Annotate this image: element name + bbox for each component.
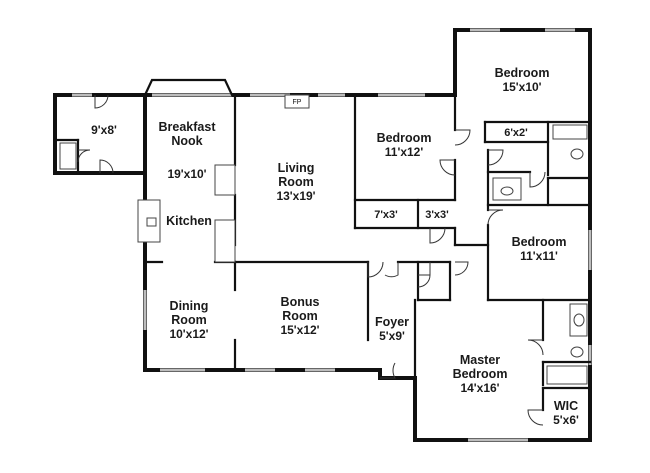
master-sink-icon: [573, 313, 585, 327]
bonus-room-line1: Bonus: [281, 295, 320, 309]
dining-room-dim: 10'x12': [169, 327, 208, 341]
wic-dim: 5'x6': [553, 413, 579, 427]
room-labels: Bedroom 15'x10' Bedroom 11'x12' Bedroom …: [91, 66, 579, 427]
foyer-name: Foyer: [375, 315, 409, 329]
closet-b-dim: 7'x3': [374, 209, 398, 221]
closet-a-dim: 6'x2': [504, 127, 528, 139]
kitchen-sink-icon: [146, 217, 157, 227]
breakfast-nook-line2: Nook: [171, 134, 202, 148]
utility-dim: 9'x8': [91, 123, 117, 137]
breakfast-nook-dim: 19'x10': [167, 167, 206, 181]
water-heater: [59, 142, 77, 170]
windows: [72, 28, 592, 442]
breakfast-nook-line1: Breakfast: [159, 120, 217, 134]
living-room-dim: 13'x19': [276, 189, 315, 203]
bedroom-e-dim: 11'x11': [520, 249, 558, 263]
toilet-icon: [570, 148, 584, 160]
master-toilet-icon: [570, 346, 584, 358]
sink-icon: [500, 186, 514, 196]
fireplace: [284, 94, 310, 109]
foyer-dim: 5'x9': [379, 329, 405, 343]
interior-walls: [53, 93, 592, 412]
master-tub-icon: [546, 365, 588, 385]
bonus-room-line2: Room: [282, 309, 317, 323]
bedroom-mid-name: Bedroom: [377, 131, 432, 145]
bedroom-ne-dim: 15'x10': [502, 80, 541, 94]
bedroom-mid-dim: 11'x12': [385, 145, 424, 159]
bedroom-e-name: Bedroom: [512, 235, 567, 249]
tub-icon: [552, 124, 588, 140]
fixtures: [59, 94, 588, 385]
living-room-line2: Room: [278, 175, 313, 189]
wic-name: WIC: [554, 399, 578, 413]
fireplace-label: FP: [293, 99, 302, 106]
master-bedroom-line2: Bedroom: [453, 367, 508, 381]
dining-room-line1: Dining: [170, 299, 209, 313]
master-bedroom-dim: 14'x16': [460, 381, 499, 395]
kitchen-name: Kitchen: [166, 214, 212, 228]
bay-window: [143, 78, 234, 97]
refrigerator: [214, 164, 236, 196]
bedroom-ne-name: Bedroom: [495, 66, 550, 80]
living-room-line1: Living: [278, 161, 315, 175]
doors: [77, 94, 546, 426]
range: [214, 219, 236, 263]
closet-c-dim: 3'x3': [425, 209, 449, 221]
dining-room-line2: Room: [171, 313, 206, 327]
master-bedroom-line1: Master: [460, 353, 500, 367]
bonus-room-dim: 15'x12': [280, 323, 319, 337]
